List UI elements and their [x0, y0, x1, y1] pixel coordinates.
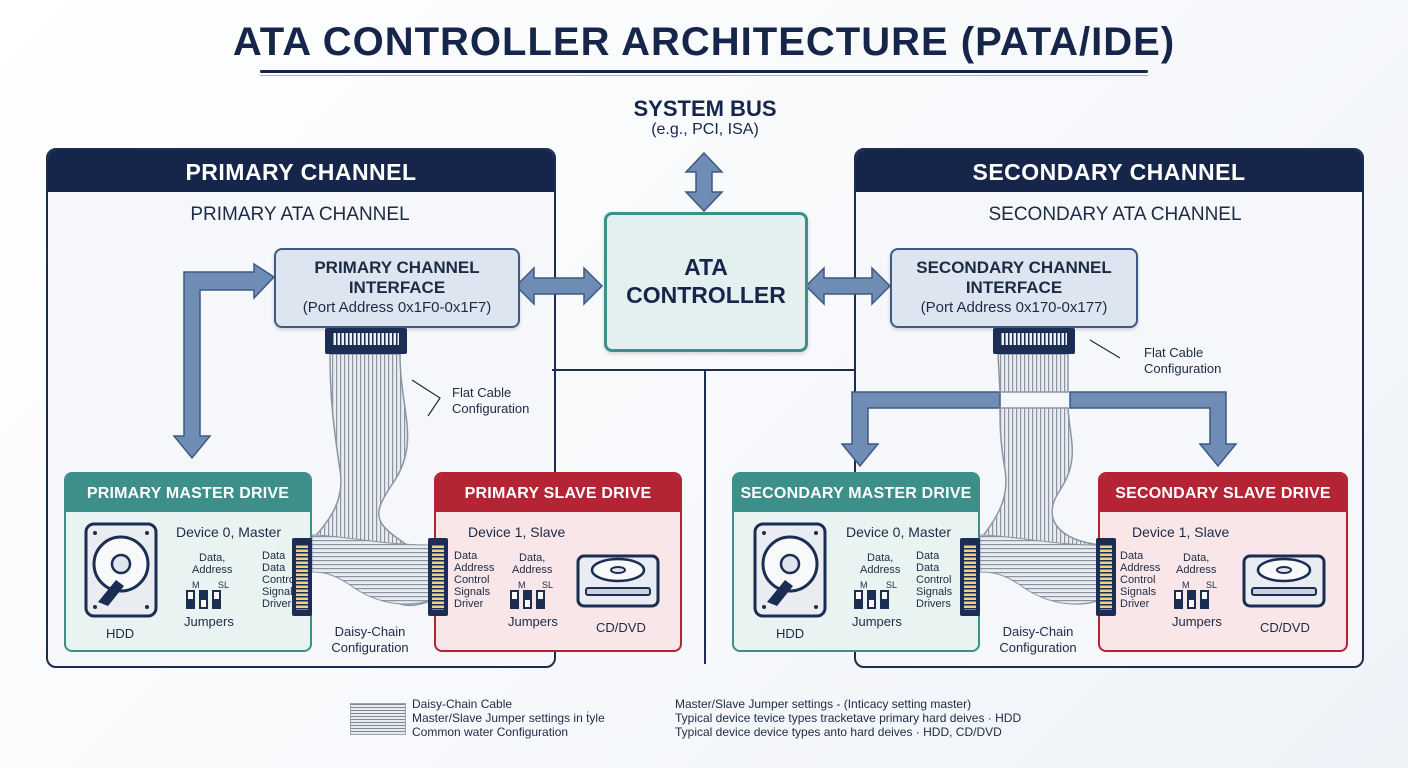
primary-master-data-label: Data,Address — [192, 552, 233, 576]
secondary-slave-arrow — [1069, 391, 1238, 468]
secondary-slave-device: Device 1, Slave — [1132, 524, 1230, 540]
secondary-master-device: Device 0, Master — [846, 524, 952, 540]
ata-controller-line2: CONTROLLER — [626, 282, 786, 308]
secondary-master-data-label: Data,Address — [860, 552, 901, 576]
cd-dvd-icon — [1242, 554, 1326, 608]
secondary-channel-interface: SECONDARY CHANNEL INTERFACE (Port Addres… — [890, 248, 1138, 328]
jumpers-label: Jumpers — [508, 614, 558, 629]
primary-master-header: PRIMARY MASTER DRIVE — [66, 474, 310, 512]
secondary-master-drive: SECONDARY MASTER DRIVE Device 0, Master … — [732, 472, 980, 652]
jumper-m-label: M — [518, 580, 526, 590]
primary-flat-cable-pointer — [411, 379, 441, 417]
secondary-slave-header: SECONDARY SLAVE DRIVE — [1100, 474, 1346, 512]
title-underline — [260, 70, 1148, 73]
primary-channel-header: PRIMARY CHANNEL — [48, 150, 554, 192]
primary-master-drive-connector — [292, 538, 312, 616]
jumper-m-label: M — [192, 580, 200, 590]
cd-dvd-label: CD/DVD — [596, 620, 646, 635]
cd-dvd-icon — [576, 554, 660, 608]
hdd-label: HDD — [776, 626, 805, 641]
cd-dvd-label: CD/DVD — [1260, 620, 1310, 635]
primary-daisy-chain — [311, 534, 433, 605]
secondary-interface-line2: INTERFACE — [965, 278, 1063, 297]
primary-channel-interface: PRIMARY CHANNEL INTERFACE (Port Address … — [274, 248, 520, 328]
primary-slave-drive-connector — [428, 538, 448, 616]
secondary-slave-drive-connector — [1096, 538, 1116, 616]
primary-master-arrow — [172, 262, 276, 460]
hdd-icon — [84, 522, 158, 618]
secondary-slave-drive: SECONDARY SLAVE DRIVE Device 1, Slave Da… — [1098, 472, 1348, 652]
primary-interface-port: (Port Address 0x1F0-0x1F7) — [302, 299, 492, 316]
jumpers-label: Jumpers — [184, 614, 234, 629]
jumper-sl-label: SL — [542, 580, 554, 590]
secondary-channel-header: SECONDARY CHANNEL — [856, 150, 1362, 192]
jumper-switch-icon — [1174, 590, 1209, 609]
primary-master-drive: PRIMARY MASTER DRIVE Device 0, Master Da… — [64, 472, 312, 652]
jumper-sl-label: SL — [886, 580, 898, 590]
legend-left: Daisy-Chain Cable Master/Slave Jumper se… — [412, 697, 605, 739]
primary-flat-cable-note: Flat Cable Configuration — [452, 385, 530, 416]
primary-channel-subtitle: PRIMARY ATA CHANNEL — [190, 204, 410, 225]
jumper-m-label: M — [860, 580, 868, 590]
secondary-interface-line1: SECONDARY CHANNEL — [916, 258, 1112, 277]
secondary-master-arrow — [840, 391, 1001, 468]
secondary-flat-cable-pointer — [1089, 339, 1121, 359]
jumper-switch-icon — [510, 590, 545, 609]
legend-right: Master/Slave Jumper settings - (Inticacy… — [675, 697, 1022, 739]
primary-interface-connector — [325, 328, 407, 354]
ata-controller-line1: ATA — [684, 254, 728, 280]
secondary-interface-connector — [993, 328, 1075, 354]
secondary-master-header: SECONDARY MASTER DRIVE — [734, 474, 978, 512]
primary-interface-line2: INTERFACE — [348, 278, 446, 297]
jumper-sl-label: SL — [218, 580, 230, 590]
system-bus-arrow — [684, 151, 724, 213]
primary-interface-line1: PRIMARY CHANNEL — [314, 258, 480, 277]
system-bus-title: SYSTEM BUS — [633, 96, 777, 121]
jumper-switch-icon — [854, 590, 889, 609]
jumper-switch-icon — [186, 590, 221, 609]
jumpers-label: Jumpers — [1172, 614, 1222, 629]
secondary-flat-cable-note: Flat Cable Configuration — [1144, 345, 1222, 376]
page-title: ATA CONTROLLER ARCHITECTURE (PATA/IDE) — [232, 20, 1176, 64]
system-bus-subtitle: (e.g., PCI, ISA) — [651, 121, 759, 138]
secondary-daisy-chain-note: Daisy-Chain Configuration — [999, 624, 1077, 655]
jumper-sl-label: SL — [1206, 580, 1218, 590]
secondary-channel-subtitle: SECONDARY ATA CHANNEL — [988, 204, 1242, 225]
secondary-master-drive-connector — [960, 538, 980, 616]
jumper-m-label: M — [1182, 580, 1190, 590]
jumpers-label: Jumpers — [852, 614, 902, 629]
primary-master-device: Device 0, Master — [176, 524, 282, 540]
title-underline-thin — [260, 75, 1148, 76]
secondary-interface-port: (Port Address 0x170-0x177) — [920, 299, 1108, 316]
primary-daisy-chain-note: Daisy-Chain Configuration — [331, 624, 409, 655]
primary-slave-data-label: Data,Address — [512, 552, 553, 576]
primary-slave-header: PRIMARY SLAVE DRIVE — [436, 474, 680, 512]
ata-controller: ATA CONTROLLER — [604, 212, 808, 352]
hdd-icon — [753, 522, 827, 618]
hdd-label: HDD — [106, 626, 135, 641]
primary-interface-arrow — [514, 266, 604, 306]
secondary-slave-data-label: Data,Address — [1176, 552, 1217, 576]
legend-cable-swatch — [350, 703, 406, 735]
primary-slave-device: Device 1, Slave — [468, 524, 566, 540]
secondary-daisy-chain — [979, 534, 1101, 605]
